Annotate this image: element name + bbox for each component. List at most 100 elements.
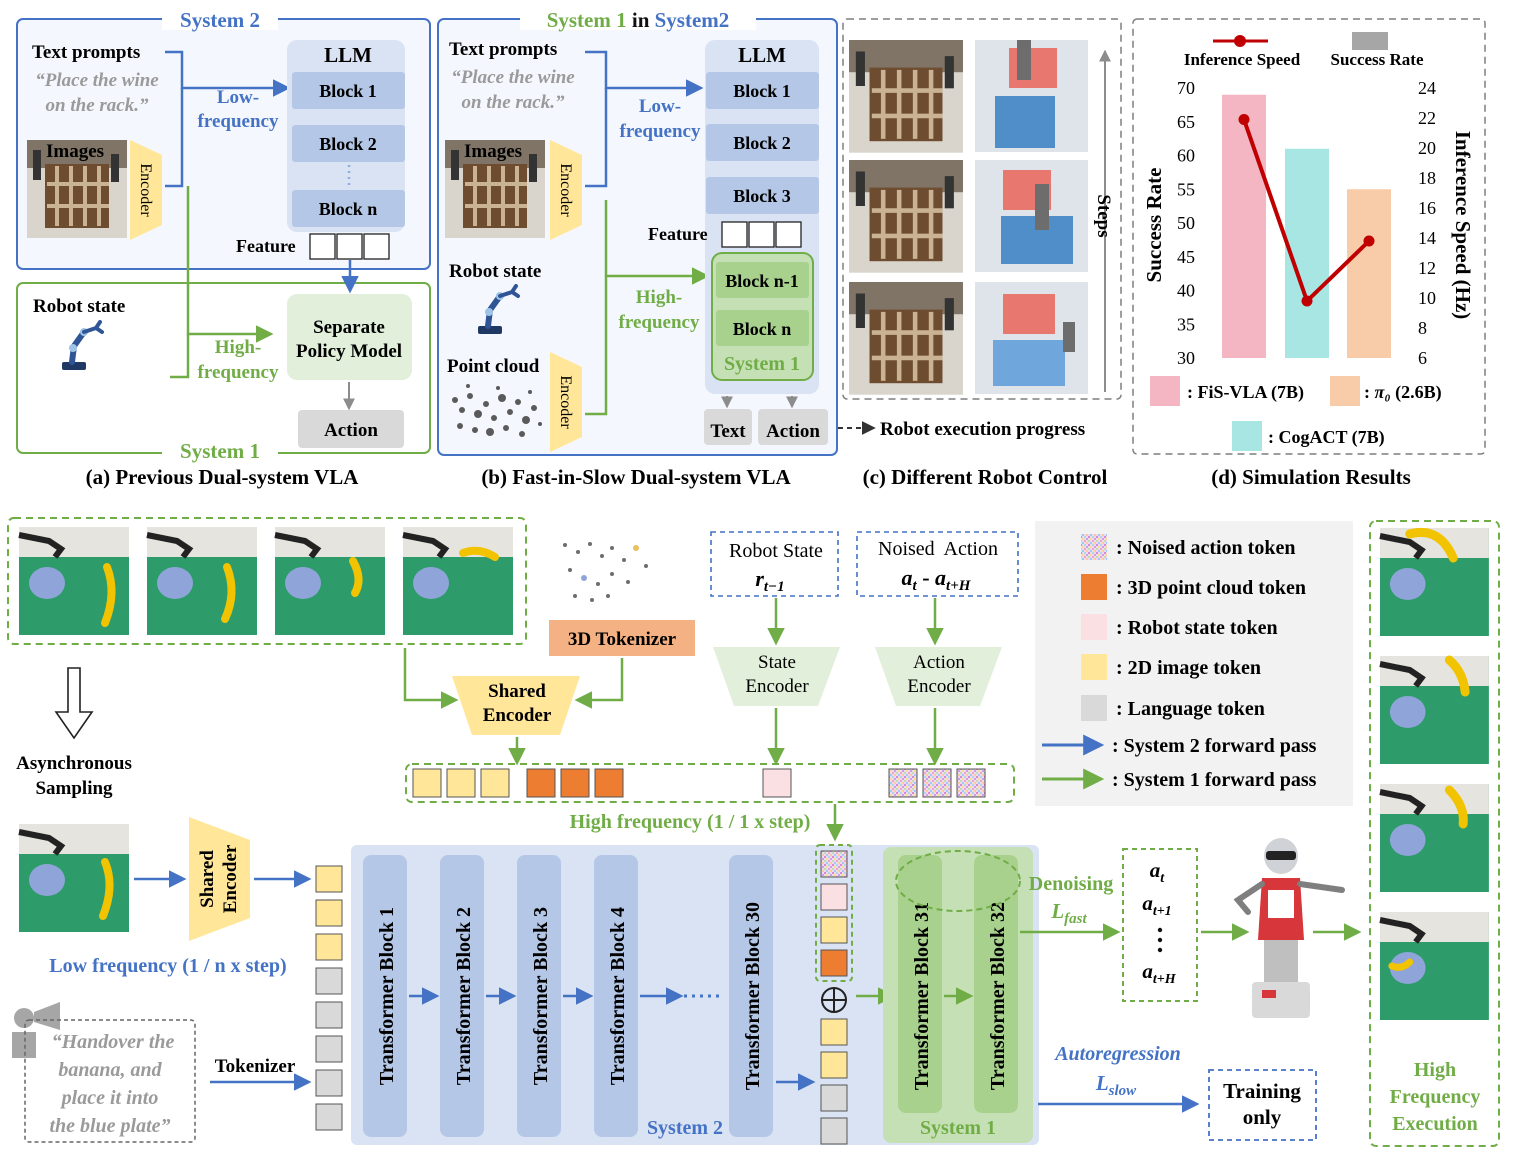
legend-cogact-label: : CogACT (7B): [1268, 427, 1385, 448]
prompt-text: “Place the wine: [35, 70, 159, 91]
llm-block: [292, 190, 405, 227]
towel-image: [975, 160, 1088, 272]
low-frequency-label: Low-: [217, 87, 259, 108]
scene-frame: [19, 527, 129, 635]
scene-frame: [403, 527, 513, 635]
legend-pass-label: : System 2 forward pass: [1112, 735, 1317, 757]
humanoid-robot-icon: [1233, 838, 1345, 1018]
llm-block: [706, 72, 819, 109]
fast-tokens: [412, 768, 986, 798]
action-encoder-shape: [875, 647, 1002, 706]
y-tick-right: 14: [1418, 228, 1436, 248]
y-tick-left: 30: [1177, 348, 1195, 368]
training-only-label: only: [1243, 1105, 1282, 1129]
noised-action-input: [856, 531, 1019, 597]
prompt-text: “Place the wine: [451, 67, 575, 88]
panel-a: System 2 System 1 Text prompts “Place th…: [16, 8, 431, 489]
y-tick-left: 55: [1177, 179, 1195, 199]
panel-c: Steps Robot execution progress (c) Diffe…: [838, 18, 1122, 489]
shared-encoder-vertical-label: Encoder: [220, 844, 241, 913]
panel-b-title: System 1 in System2: [547, 8, 730, 32]
low-frequency-label: frequency: [620, 121, 701, 142]
l-fast-label: Lfast: [1050, 899, 1087, 927]
encoder-shape: [550, 140, 582, 240]
point-cloud-small: [563, 542, 648, 602]
point-inference-speed: [1363, 235, 1375, 247]
encoder-label: Encoder: [557, 163, 574, 217]
training-only-label: Training: [1223, 1079, 1301, 1103]
state-encoder-label: Encoder: [745, 676, 809, 697]
panel-d-box: [1132, 18, 1486, 455]
legend-token-label: : Language token: [1116, 698, 1265, 720]
point-cloud-image: [452, 384, 542, 437]
point-cloud-label: Point cloud: [447, 356, 540, 377]
transformer-block: [594, 855, 638, 1137]
caption-d: (d) Simulation Results: [1211, 465, 1411, 489]
low-frequency-label: frequency: [198, 111, 279, 132]
state-encoder-label: State: [758, 652, 796, 673]
robot-state-symbol: rt−1: [755, 566, 784, 595]
legend-pi0-label: : π₀ (2.6B): [1364, 382, 1442, 403]
legend-fis-swatch: [1150, 376, 1180, 406]
tokenizer-label: Tokenizer: [215, 1056, 296, 1077]
vertical-ellipsis-icon: [1157, 927, 1163, 953]
y-tick-left: 70: [1177, 78, 1195, 98]
text-prompts-label: Text prompts: [449, 39, 557, 60]
y-tick-right: 12: [1418, 258, 1436, 278]
y-tick-right: 8: [1418, 318, 1427, 338]
legend-pass-label: : System 1 forward pass: [1112, 769, 1317, 791]
high-frequency-label: High frequency (1 / 1 x step): [570, 811, 811, 833]
caption-a: (a) Previous Dual-system VLA: [86, 465, 360, 489]
transformer-block-label: Transformer Block 1: [376, 907, 398, 1085]
legend-token-swatch: [1081, 534, 1107, 560]
panel-d: Inference Speed Success Rate 30354045505…: [1132, 18, 1486, 489]
legend-token-label: : 2D image token: [1116, 657, 1261, 679]
transformer-block-fast: [898, 855, 942, 1113]
system1-inner-label: System 1: [724, 353, 800, 375]
text-prompts-label: Text prompts: [32, 42, 140, 63]
separate-policy-label: Policy Model: [296, 341, 402, 362]
action-label: Action: [324, 420, 378, 441]
high-frequency-label: frequency: [619, 312, 700, 333]
towel-image: [975, 282, 1088, 394]
steps-label: Steps: [1093, 194, 1114, 237]
llm-block-label: Block n-1: [725, 271, 799, 291]
panel-b: System 1 in System2 Text prompts “Place …: [437, 8, 838, 489]
l-slow-label: Lslow: [1095, 1071, 1137, 1099]
high-frequency-execution-label: Execution: [1392, 1113, 1478, 1135]
towel-image: [975, 40, 1088, 152]
encoder-shape: [130, 140, 162, 240]
execution-frame: [1380, 912, 1489, 1020]
legend-token-label: : 3D point cloud token: [1116, 577, 1306, 599]
action-encoder-label: Action: [913, 652, 965, 673]
system1-title: System 1: [180, 439, 260, 463]
transformer-block: [363, 855, 407, 1137]
transformer-block-label: Transformer Block 30: [742, 902, 764, 1090]
text-output-label: Text: [710, 421, 746, 442]
high-frequency-execution-label: High: [1414, 1059, 1456, 1081]
system1-label: System 1: [920, 1117, 996, 1139]
llm-block: [292, 72, 405, 109]
async-sampling-label: Asynchronous: [16, 753, 132, 774]
tokenizer-3d-label: 3D Tokenizer: [568, 629, 677, 650]
high-frequency-label: High-: [215, 337, 261, 358]
legend-pi0-swatch: [1330, 376, 1360, 406]
feature-tokens: [721, 221, 802, 248]
legend-fis-label: : FiS-VLA (7B): [1187, 382, 1304, 403]
legend-cogact-swatch: [1232, 421, 1262, 451]
action-sequence-item: at+1: [1142, 891, 1171, 919]
y-tick-right: 10: [1418, 288, 1436, 308]
y-tick-right: 22: [1418, 108, 1436, 128]
noised-action-symbol: at - at+H: [902, 565, 972, 594]
fast-token-row: [405, 763, 1015, 803]
training-only-box: [1208, 1069, 1317, 1141]
prompt-text: on the rack.”: [462, 92, 565, 113]
down-arrow-icon: [54, 667, 94, 740]
y-tick-right: 16: [1418, 198, 1436, 218]
action-output-label: Action: [766, 421, 820, 442]
encoder-shape: [550, 352, 582, 452]
images-label: Images: [46, 141, 104, 162]
action-encoder-label: Encoder: [907, 676, 971, 697]
